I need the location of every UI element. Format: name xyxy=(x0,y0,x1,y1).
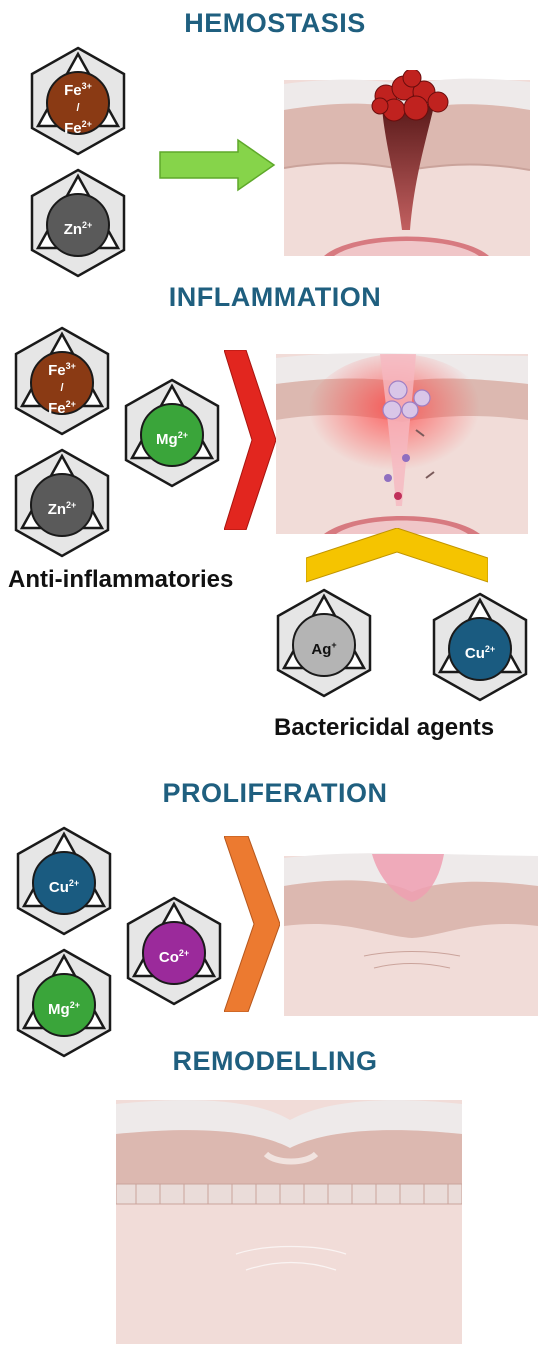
ion-label-co: Co2+ xyxy=(158,948,190,966)
yellow-chevron-icon xyxy=(306,528,488,584)
red-chevron-icon xyxy=(224,350,276,530)
caption-bactericidal-agents: Bactericidal agents xyxy=(274,714,495,741)
hexagon-frame xyxy=(16,948,112,1058)
ion-label-mg: Mg2+ xyxy=(48,1000,80,1018)
ion-label-ag: Ag+ xyxy=(311,640,337,658)
caption-anti-inflammatories: Anti-inflammatories xyxy=(8,566,234,593)
remodelling-skin-illustration xyxy=(116,1094,462,1344)
hexagon-frame xyxy=(30,46,126,156)
zinc-ion-icon: Zn2+ xyxy=(14,448,110,558)
hexagon-frame xyxy=(30,168,126,278)
iron-ion-icon: Fe3+ / Fe2+ xyxy=(14,326,110,436)
zinc-ion-icon: Zn2+ xyxy=(30,168,126,278)
hexagon-frame xyxy=(16,826,112,936)
ion-label-mg: Mg2+ xyxy=(156,430,188,448)
ion-label-fe: Fe3+ / Fe2+ xyxy=(64,81,92,137)
green-arrow-icon xyxy=(158,138,276,192)
ion-label-fe: Fe3+ / Fe2+ xyxy=(48,361,76,417)
ion-label-cu: Cu2+ xyxy=(48,878,80,896)
ion-label-zn: Zn2+ xyxy=(47,500,77,518)
orange-chevron-icon xyxy=(224,836,280,1012)
ion-label-cu: Cu2+ xyxy=(464,644,496,662)
hemostasis-skin-illustration xyxy=(284,70,530,256)
iron-ion-icon: Fe3+ / Fe2+ xyxy=(30,46,126,156)
title-proliferation: PROLIFERATION xyxy=(162,778,388,808)
magnesium-ion-icon: Mg2+ xyxy=(16,948,112,1058)
ion-label-zn: Zn2+ xyxy=(63,220,93,238)
hexagon-frame xyxy=(276,588,372,698)
inflammation-skin-illustration xyxy=(276,346,528,534)
title-hemostasis: HEMOSTASIS xyxy=(184,8,366,38)
silver-ion-icon: Ag+ xyxy=(276,588,372,698)
copper-ion-icon: Cu2+ xyxy=(16,826,112,936)
hexagon-frame xyxy=(14,448,110,558)
magnesium-ion-icon: Mg2+ xyxy=(124,378,220,488)
hexagon-frame xyxy=(124,378,220,488)
hexagon-frame xyxy=(432,592,528,702)
proliferation-skin-illustration xyxy=(284,846,538,1016)
hexagon-frame xyxy=(14,326,110,436)
copper-ion-icon: Cu2+ xyxy=(432,592,528,702)
cobalt-ion-icon: Co2+ xyxy=(126,896,222,1006)
title-inflammation: INFLAMMATION xyxy=(168,282,382,312)
hexagon-frame xyxy=(126,896,222,1006)
title-remodelling: REMODELLING xyxy=(172,1046,378,1076)
